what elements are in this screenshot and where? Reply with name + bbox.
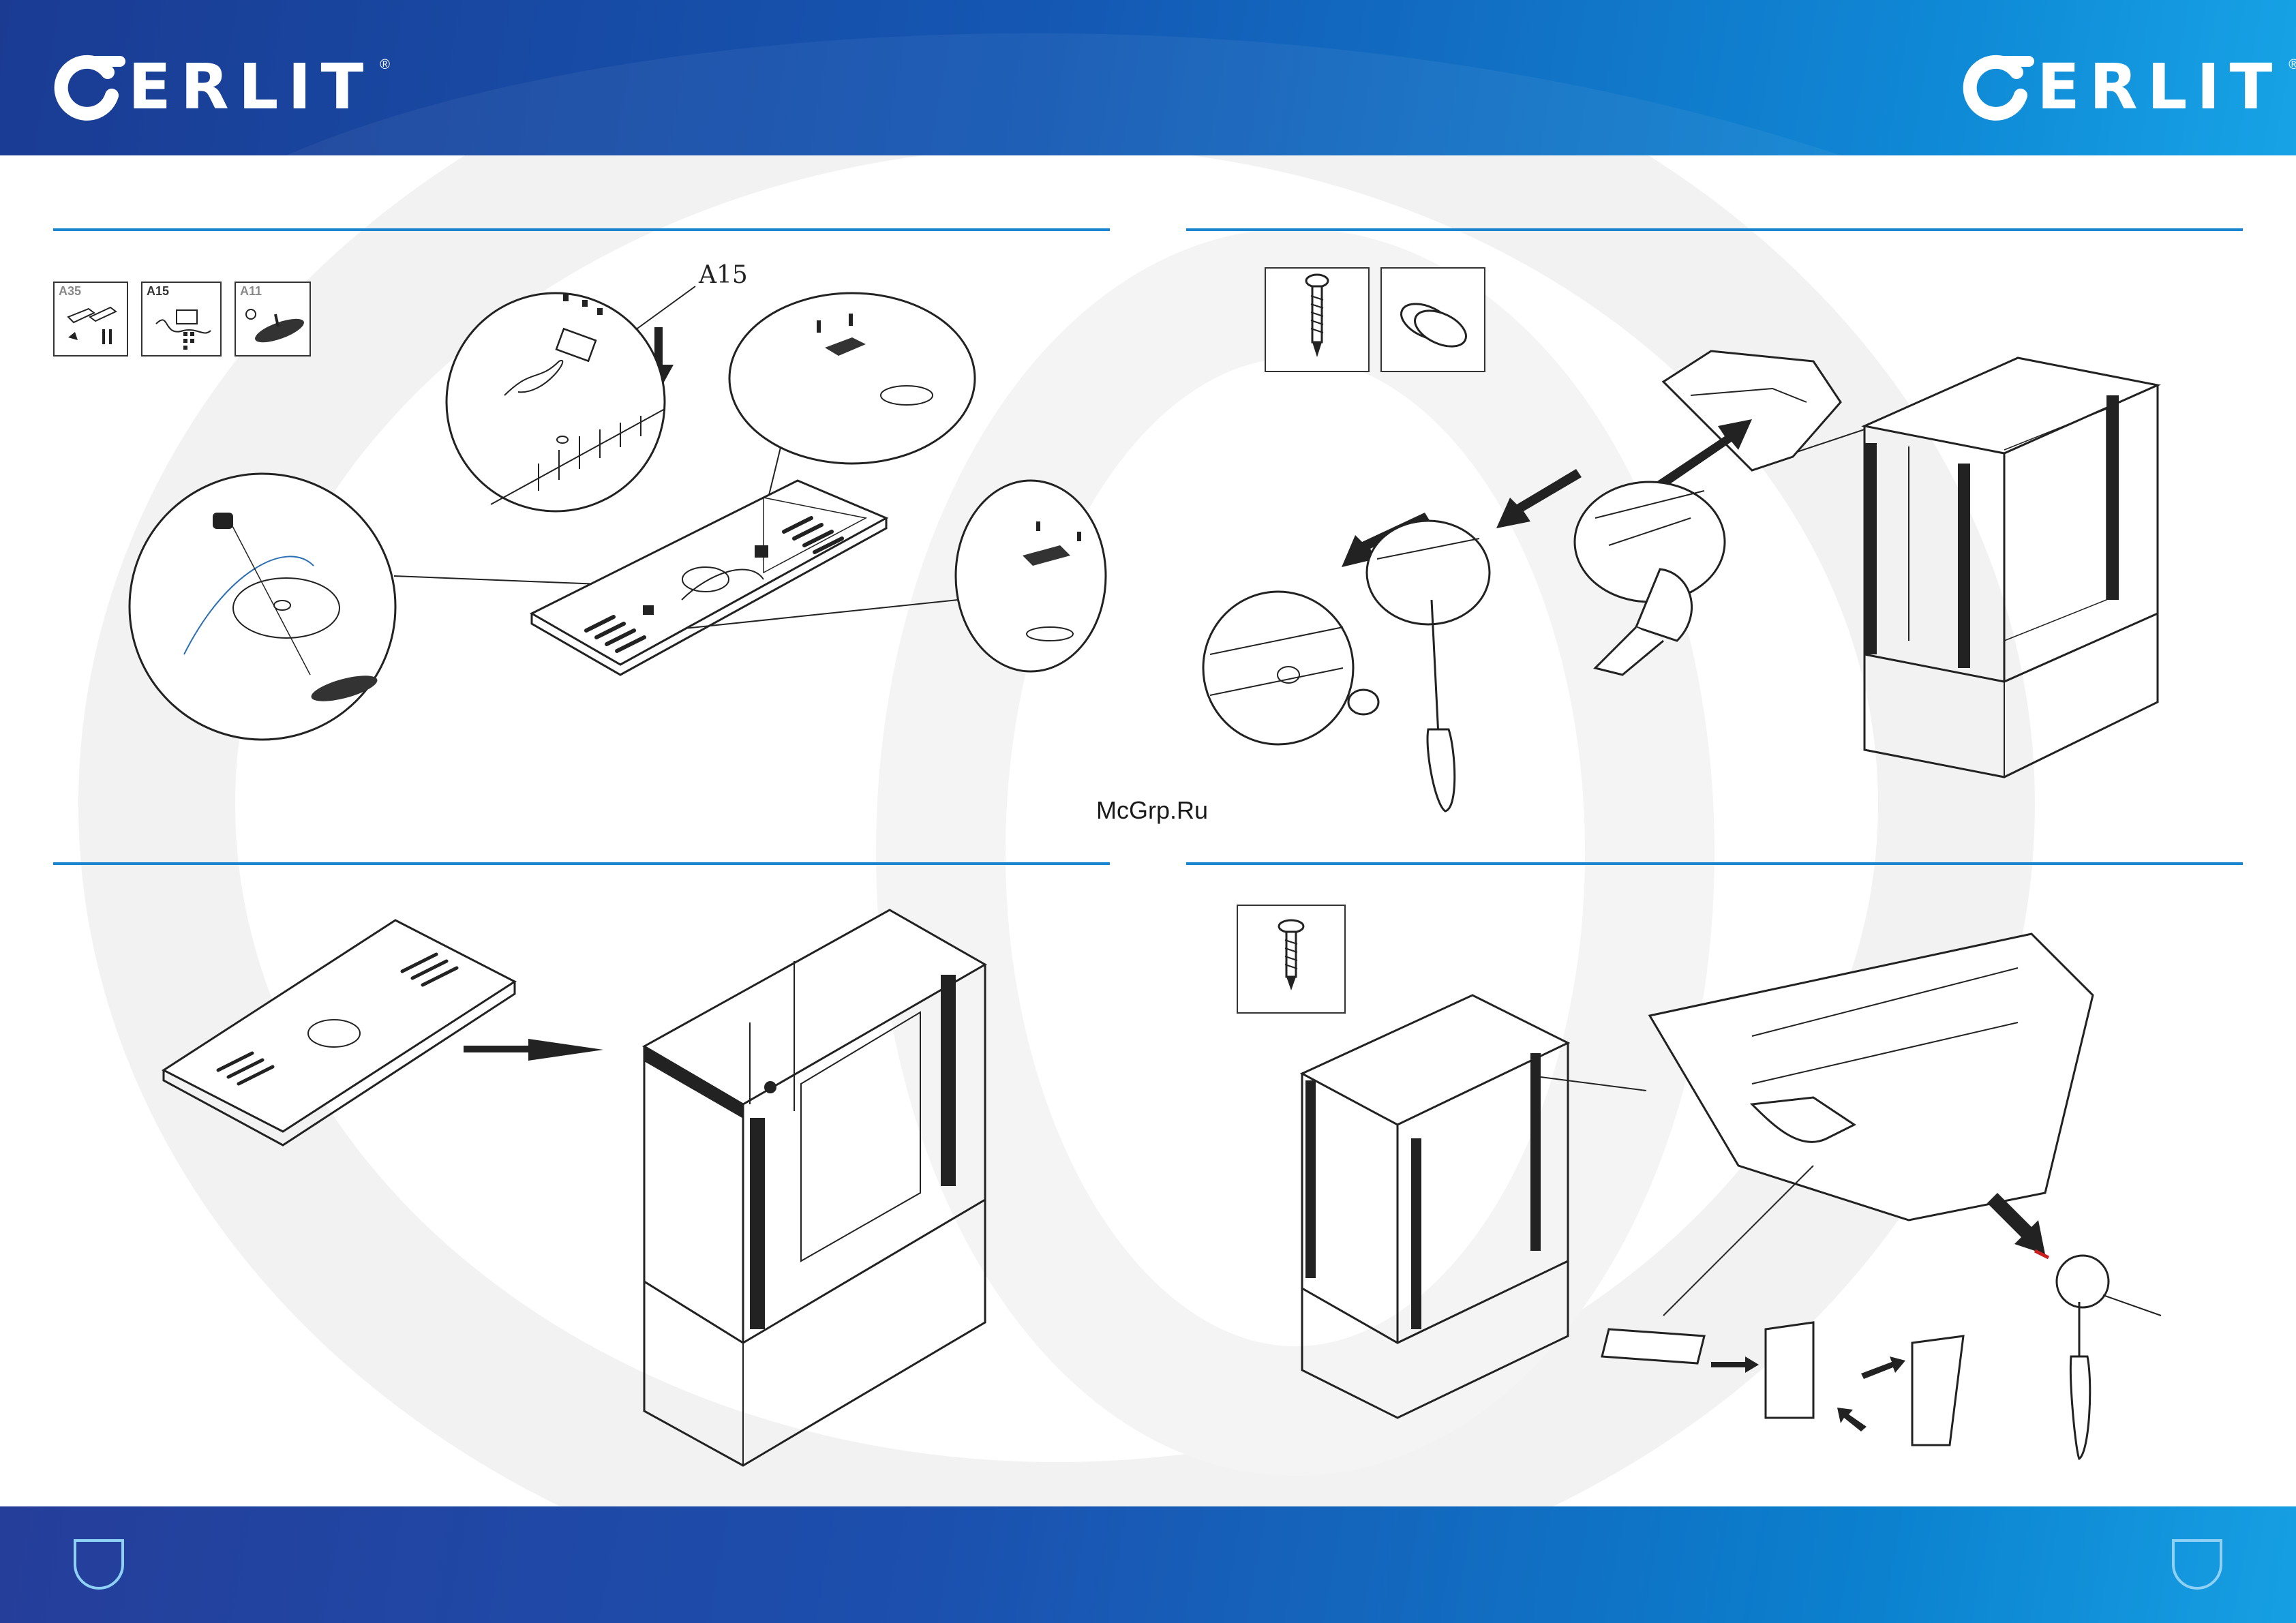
roof-panel-drawing bbox=[532, 481, 886, 675]
detail-drill bbox=[1575, 482, 1725, 675]
detail-circle-light bbox=[956, 481, 1106, 671]
logo-mark-icon bbox=[1962, 53, 2030, 121]
step-2-cap-install-diagram bbox=[1159, 259, 2284, 838]
logo-right[interactable]: ERLIT ® bbox=[1962, 53, 2296, 121]
section-rule-bottom-right bbox=[1186, 862, 2243, 865]
registered-mark: ® bbox=[2289, 57, 2296, 73]
detail-circle-transformer bbox=[447, 293, 665, 511]
detail-screwdriver bbox=[1367, 521, 1490, 811]
section-rule-top-right bbox=[1186, 228, 2243, 231]
profile-strip-drawing bbox=[1602, 1329, 1704, 1363]
shower-cabin-drawing bbox=[644, 910, 985, 1466]
roof-panel-drawing bbox=[164, 920, 515, 1145]
step-4-profile-fastening-diagram bbox=[1159, 879, 2284, 1506]
detail-screwdriver bbox=[2057, 1256, 2161, 1459]
detail-circle-bracket bbox=[729, 293, 975, 464]
footer-bar bbox=[0, 1506, 2296, 1623]
section-rule-bottom-left bbox=[53, 862, 1110, 865]
step-3-roof-placement-diagram bbox=[0, 879, 1159, 1506]
drop-mark-icon bbox=[68, 1534, 130, 1595]
detail-profile-view bbox=[1650, 934, 2093, 1220]
drop-mark-icon bbox=[2166, 1534, 2228, 1595]
arrow-icon bbox=[464, 1039, 603, 1061]
arrow-icon bbox=[1711, 1193, 2045, 1431]
detail-circle-shower-head bbox=[130, 474, 395, 740]
shower-cabin-drawing bbox=[1302, 995, 1568, 1418]
shower-cabin-drawing bbox=[1864, 358, 2158, 777]
logo-text: ERLIT bbox=[2037, 56, 2282, 119]
step-1-roof-assembly-diagram bbox=[0, 0, 1159, 750]
watermark-text: McGrp.Ru bbox=[1084, 796, 1220, 825]
detail-cap bbox=[1203, 592, 1378, 744]
